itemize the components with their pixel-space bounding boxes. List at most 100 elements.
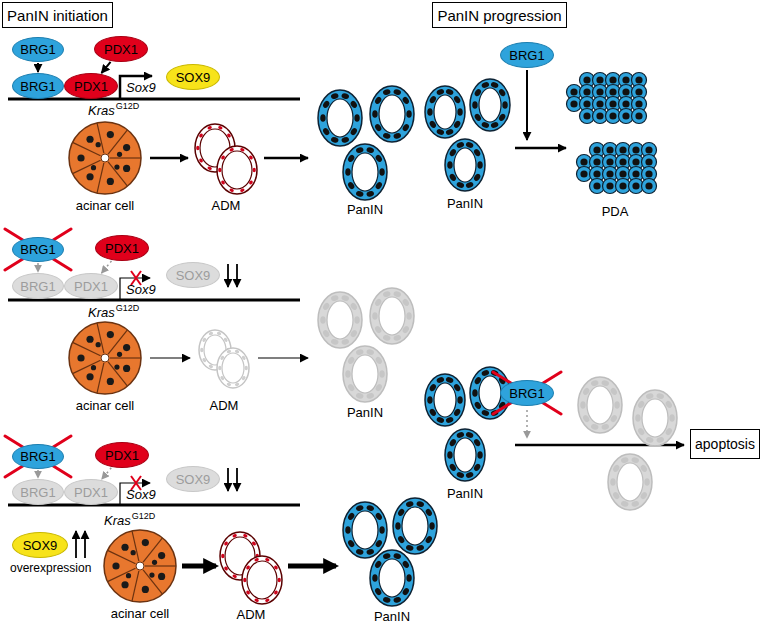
cell-part (220, 155, 225, 160)
cell-part (196, 146, 199, 150)
cell-part (382, 132, 391, 139)
cell-part (587, 386, 613, 424)
cell-part (132, 531, 139, 561)
stage-label: PanIN (447, 196, 483, 211)
cell-part (320, 114, 325, 122)
cell-part (429, 522, 434, 530)
cell-part (370, 86, 414, 142)
cell-part (502, 101, 507, 109)
cell-part (578, 377, 622, 433)
cell-part (424, 535, 433, 544)
cell-part (349, 302, 358, 311)
regulation-arrow (37, 63, 39, 72)
cell-part (347, 154, 356, 163)
cell-part (473, 113, 482, 122)
cell-part (644, 478, 649, 486)
panin-duct (370, 86, 414, 142)
cell-part (570, 88, 577, 95)
cell-part (583, 112, 590, 119)
cell-part (427, 108, 432, 116)
cell-part (617, 463, 643, 501)
cell-part (123, 365, 130, 372)
section-heading: PanIN initiation (2, 2, 113, 28)
pdx1-protein: PDX1 (95, 235, 149, 261)
cell-part (110, 157, 141, 158)
inactive-protein: SOX9 (166, 466, 220, 492)
cell-part (343, 346, 387, 402)
cell-part (355, 190, 364, 197)
cell-part (382, 334, 391, 341)
cell-part (240, 188, 245, 192)
cell-part (631, 456, 640, 463)
cell-part (101, 354, 109, 362)
cell-part (218, 126, 223, 130)
sox9-protein: SOX9 (166, 64, 220, 90)
node-text: PDX1 (104, 42, 138, 57)
cell-part (609, 387, 618, 396)
cell-part (473, 88, 482, 97)
cell-part (481, 81, 490, 88)
panin-duct (343, 144, 387, 200)
cell-part (490, 121, 499, 128)
inactive-protein: BRG1 (12, 479, 64, 505)
stage-label: PDA (602, 204, 629, 219)
cell-part (434, 383, 456, 417)
cell-part (445, 416, 454, 423)
cell-part (393, 552, 402, 559)
cell-part (637, 400, 646, 409)
cell-part (96, 142, 101, 147)
cell-part (382, 596, 391, 603)
cell-part (86, 336, 93, 343)
cell-part (341, 92, 350, 99)
cell-part (379, 370, 384, 378)
cell-part (457, 396, 462, 404)
cell-part (405, 544, 414, 551)
cell-part (379, 526, 384, 534)
cell-part (473, 148, 482, 157)
cell-part (606, 158, 613, 165)
cell-drawings (69, 73, 677, 607)
stage-label: ADM (212, 198, 241, 213)
cell-part (374, 512, 383, 521)
cell-part (401, 96, 410, 105)
cell-part (580, 170, 587, 177)
cell-part (601, 423, 610, 430)
brg1-protein: BRG1 (12, 37, 64, 62)
stage-label: acinar cell (76, 398, 135, 413)
cell-part (379, 168, 384, 176)
inactive-protein: BRG1 (12, 273, 64, 299)
pdx1-protein: PDX1 (64, 73, 118, 99)
pdx1-protein: PDX1 (95, 442, 149, 468)
cell-part (355, 392, 364, 399)
cell-part (456, 471, 465, 478)
cell-part (107, 378, 114, 385)
cell-part (149, 572, 154, 577)
cell-part (374, 587, 383, 596)
cell-part (69, 122, 141, 194)
cell-part (254, 558, 259, 562)
cell-part (635, 100, 642, 107)
cell-part (596, 76, 603, 83)
cell-part (609, 100, 616, 107)
cell-part (632, 158, 639, 165)
cell-part (645, 146, 652, 153)
cell-part (622, 100, 629, 107)
cell-part (379, 559, 405, 597)
panin-duct (370, 288, 414, 344)
panin-duct (578, 377, 622, 433)
cell-part (481, 121, 490, 128)
cell-part (152, 560, 157, 565)
cell-part (86, 173, 93, 180)
cell-part (570, 100, 577, 107)
node-text: SOX9 (176, 70, 211, 85)
adm-duct (242, 556, 282, 604)
cell-part (609, 76, 616, 83)
adm-duct (217, 348, 249, 388)
pda-cluster (577, 143, 657, 194)
cell-part (278, 578, 281, 582)
cell-part (379, 297, 405, 335)
cell-part (235, 349, 240, 353)
cell-part (355, 548, 364, 555)
cell-part (343, 502, 387, 558)
